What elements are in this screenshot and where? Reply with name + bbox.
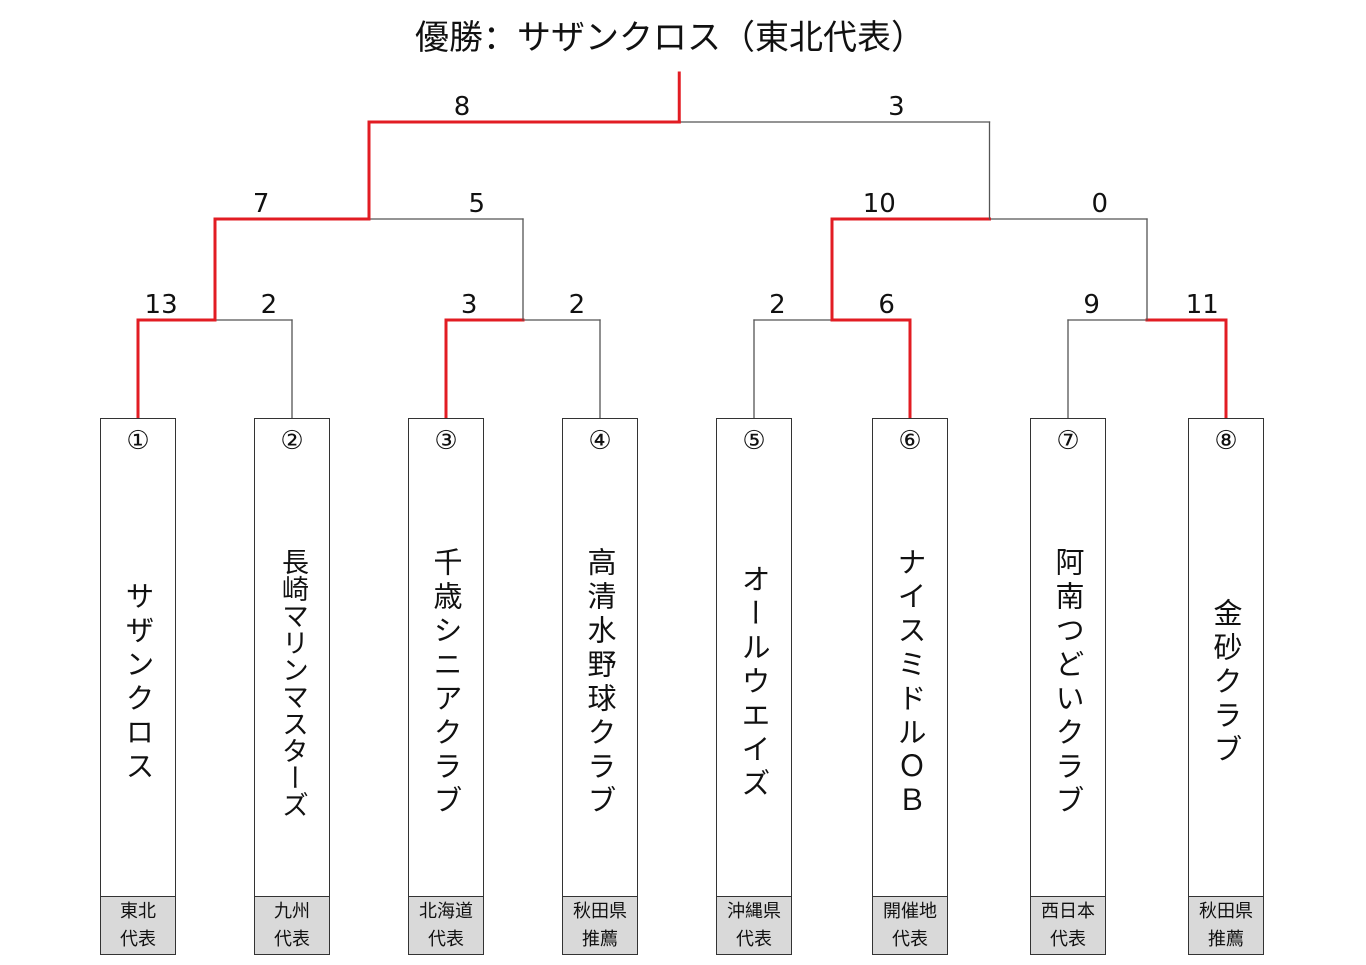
team-seed-number: ④ [588,426,612,456]
team-name: 金砂クラブ [1209,598,1243,768]
team-region-line1: 沖縄県 [727,901,781,922]
team-name: 阿南つどいクラブ [1051,547,1085,819]
team-card-7: ⑦ 阿南つどいクラブ西日本代表 [1030,418,1106,955]
team-region-line2: 推薦 [1208,929,1244,950]
team-region-label: 秋田県推薦 [1189,896,1263,954]
team-region-line2: 代表 [892,929,928,950]
team-card-4: ④ 高清水野球クラブ秋田県推薦 [562,418,638,955]
team-region-label: 西日本代表 [1031,896,1105,954]
champion-title: 優勝：サザンクロス（東北代表） [415,18,925,58]
r1-match-2-score-left: 3 [460,290,478,320]
team-seed-number: ⑧ [1214,426,1238,456]
team-name: オールウエイズ [737,564,771,802]
r1-match-4-score-left: 9 [1083,290,1100,320]
team-card-8: ⑧ 金砂クラブ秋田県推薦 [1188,418,1264,955]
r1-match-1-score-right: 2 [260,290,278,320]
semi-match-1-score-left: 7 [252,189,270,219]
team-region-line2: 代表 [274,929,310,950]
team-region-label: 沖縄県代表 [717,896,791,954]
team-seed-number: ③ [434,426,458,456]
team-region-label: 秋田県推薦 [563,896,637,954]
team-region-line2: 代表 [736,929,772,950]
semi-match-2-score-right: 0 [1091,189,1109,219]
team-card-5: ⑤ オールウエイズ沖縄県代表 [716,418,792,955]
semi-match-1-score-right: 5 [468,189,486,219]
team-seed-number: ⑤ [742,426,766,456]
final-match-score-right: 3 [888,92,905,122]
team-region-label: 開催地代表 [873,896,947,954]
team-region-line1: 開催地 [883,901,937,922]
team-name: 長崎マリンマスターズ [277,548,308,818]
team-name: ナイスミドルＯＢ [893,547,927,819]
r1-match-4-score-right: 11 [1185,290,1219,320]
team-region-line1: 西日本 [1041,901,1095,922]
team-region-line1: 北海道 [419,901,473,922]
team-seed-number: ① [126,426,150,456]
team-region-label: 北海道代表 [409,896,483,954]
team-region-line1: 九州 [274,901,310,922]
team-region-line1: 秋田県 [1199,901,1253,922]
r1-match-2-score-right: 2 [568,290,586,320]
team-seed-number: ⑥ [898,426,922,456]
final-match-score-left: 8 [453,92,471,122]
semi-match-2-score-left: 10 [862,189,896,219]
team-region-label: 東北代表 [101,896,175,954]
team-name: 千歳シニアクラブ [429,547,463,819]
team-card-6: ⑥ ナイスミドルＯＢ 開催地代表 [872,418,948,955]
team-region-label: 九州代表 [255,896,329,954]
team-seed-number: ⑦ [1056,426,1080,456]
team-region-line2: 代表 [1050,929,1086,950]
team-region-line2: 推薦 [582,929,618,950]
team-seed-number: ② [280,426,304,456]
team-region-line2: 代表 [120,929,156,950]
r1-match-3-score-left: 2 [769,290,786,320]
team-name: サザンクロス [121,581,155,785]
team-card-3: ③ 千歳シニアクラブ北海道代表 [408,418,484,955]
team-region-line2: 代表 [428,929,464,950]
r1-match-3-score-right: 6 [878,290,895,320]
team-card-2: ② 長崎マリンマスターズ九州代表 [254,418,330,955]
team-region-line1: 秋田県 [573,901,627,922]
team-name: 高清水野球クラブ [583,547,617,819]
team-card-1: ① サザンクロス東北代表 [100,418,176,955]
r1-match-1-score-left: 13 [144,290,178,320]
team-region-line1: 東北 [120,901,156,922]
